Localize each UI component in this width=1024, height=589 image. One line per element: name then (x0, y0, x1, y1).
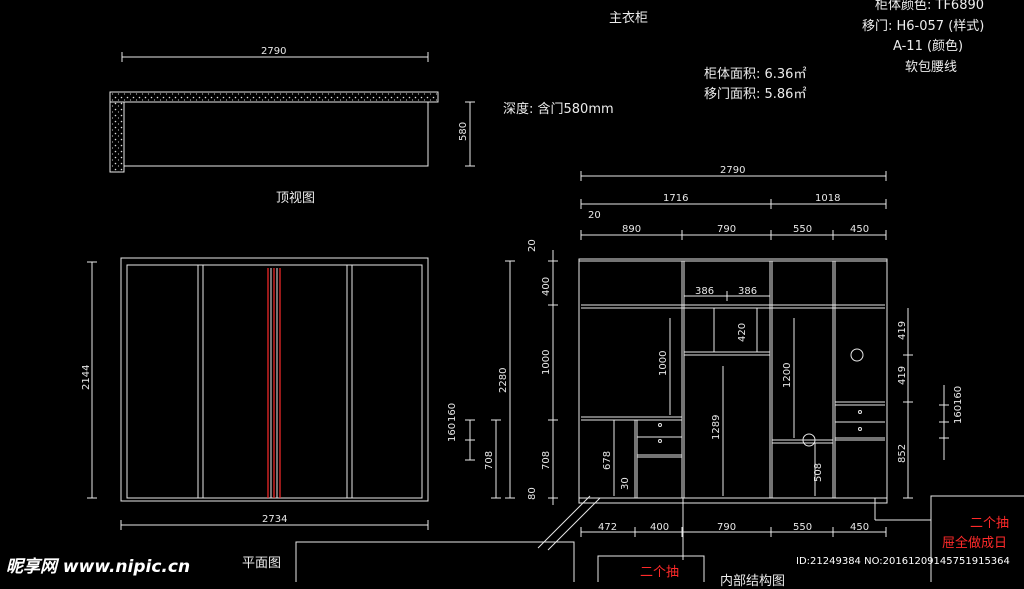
watermark-id: ID:21249384 NO:20161209145751915364 (796, 556, 1010, 567)
dim-top-450: 450 (850, 224, 869, 235)
dim-r-419a: 419 (897, 321, 908, 340)
dim-top-890: 890 (622, 224, 641, 235)
dim-side-160a: 160 (447, 403, 458, 422)
dim-in-678: 678 (602, 451, 613, 470)
dim-shelf-386b: 386 (738, 286, 757, 297)
internal-view (505, 171, 949, 560)
dim-in-1200: 1200 (782, 363, 793, 388)
drawer-note-b-line2: 屉全做成日 (942, 536, 1008, 551)
dim-b-450: 450 (850, 522, 869, 533)
depth-note: 深度: 含门580mm (503, 102, 614, 117)
top-view-label: 顶视图 (276, 191, 316, 206)
dim-v-400: 400 (541, 277, 552, 296)
dim-in-1289: 1289 (711, 415, 722, 440)
dim-height-2280: 2280 (498, 368, 509, 393)
dim-r-852: 852 (897, 444, 908, 463)
dim-top-550: 550 (793, 224, 812, 235)
dim-b-790: 790 (717, 522, 736, 533)
dim-r-419b: 419 (897, 366, 908, 385)
internal-view-label: 内部结构图 (720, 574, 786, 589)
door-area: 移门面积: 5.86㎡ (704, 87, 807, 102)
door-strip-marks (267, 268, 281, 498)
dim-in-508: 508 (813, 463, 824, 482)
dim-offset-20: 20 (588, 210, 601, 221)
dim-v-708: 708 (541, 451, 552, 470)
plan-view-label: 平面图 (242, 556, 282, 571)
spec-door-color: A-11 (颜色) (893, 39, 964, 54)
dim-r-160b: 160 (953, 405, 964, 424)
dim-in-1000: 1000 (658, 351, 669, 376)
dim-top-depth: 580 (458, 122, 469, 141)
watermark-brand: 昵享网 www.nipic.cn (6, 557, 191, 577)
dim-side-160b: 160 (447, 423, 458, 442)
dim-b-550: 550 (793, 522, 812, 533)
dim-in-420: 420 (737, 323, 748, 342)
spec-door-style: 移门: H6-057 (样式) (862, 19, 985, 34)
drawer-note-box-b (930, 495, 1024, 582)
dim-in-30: 30 (620, 477, 631, 490)
dim-left-group: 1716 (663, 193, 688, 204)
dim-side-708: 708 (484, 451, 495, 470)
cabinet-area: 柜体面积: 6.36㎡ (704, 67, 807, 82)
dim-top-width: 2790 (261, 46, 286, 57)
plan-notes-box (295, 541, 575, 582)
plan-view (87, 257, 501, 530)
top-view (109, 52, 475, 173)
dim-front-width: 2734 (262, 514, 287, 525)
spec-waistline: 软包腰线 (905, 60, 958, 75)
drawer-note-a: 二个抽 (640, 565, 680, 580)
drawing-title: 主衣柜 (609, 11, 649, 26)
dim-overall-width: 2790 (720, 165, 745, 176)
drawer-note-box-a (597, 555, 705, 582)
dim-v-1000: 1000 (541, 350, 552, 375)
dim-v-80: 80 (527, 487, 538, 500)
dim-shelf-386a: 386 (695, 286, 714, 297)
dim-front-height: 2144 (81, 365, 92, 390)
dim-b-400: 400 (650, 522, 669, 533)
dim-top-790: 790 (717, 224, 736, 235)
dim-v-20: 20 (527, 239, 538, 252)
drawer-note-b-line1: 二个抽 (970, 516, 1010, 531)
dim-r-160a: 160 (953, 386, 964, 405)
dim-b-472: 472 (598, 522, 617, 533)
spec-cabinet-color: 柜体颜色: TF6890 (875, 0, 985, 13)
dim-right-group: 1018 (815, 193, 840, 204)
